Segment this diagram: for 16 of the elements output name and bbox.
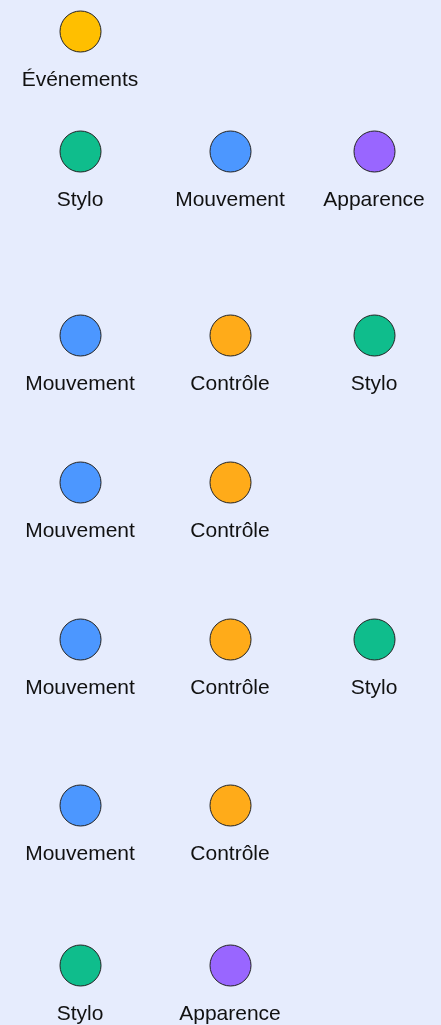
category-label: Contrôle [190,371,270,395]
category-label: Mouvement [25,371,135,395]
category-label: Événements [21,67,139,91]
category-label: Apparence [323,187,425,211]
category-label: Mouvement [25,841,135,865]
category-label: Contrôle [190,518,270,542]
category-label: Stylo [56,187,104,211]
category-label: Contrôle [190,841,270,865]
category-label: Mouvement [25,675,135,699]
category-label: Stylo [56,1001,104,1025]
category-label: Contrôle [190,675,270,699]
category-label: Mouvement [175,187,285,211]
category-label: Stylo [350,675,398,699]
category-label: Apparence [179,1001,281,1025]
category-label: Stylo [350,371,398,395]
category-label: Mouvement [25,518,135,542]
